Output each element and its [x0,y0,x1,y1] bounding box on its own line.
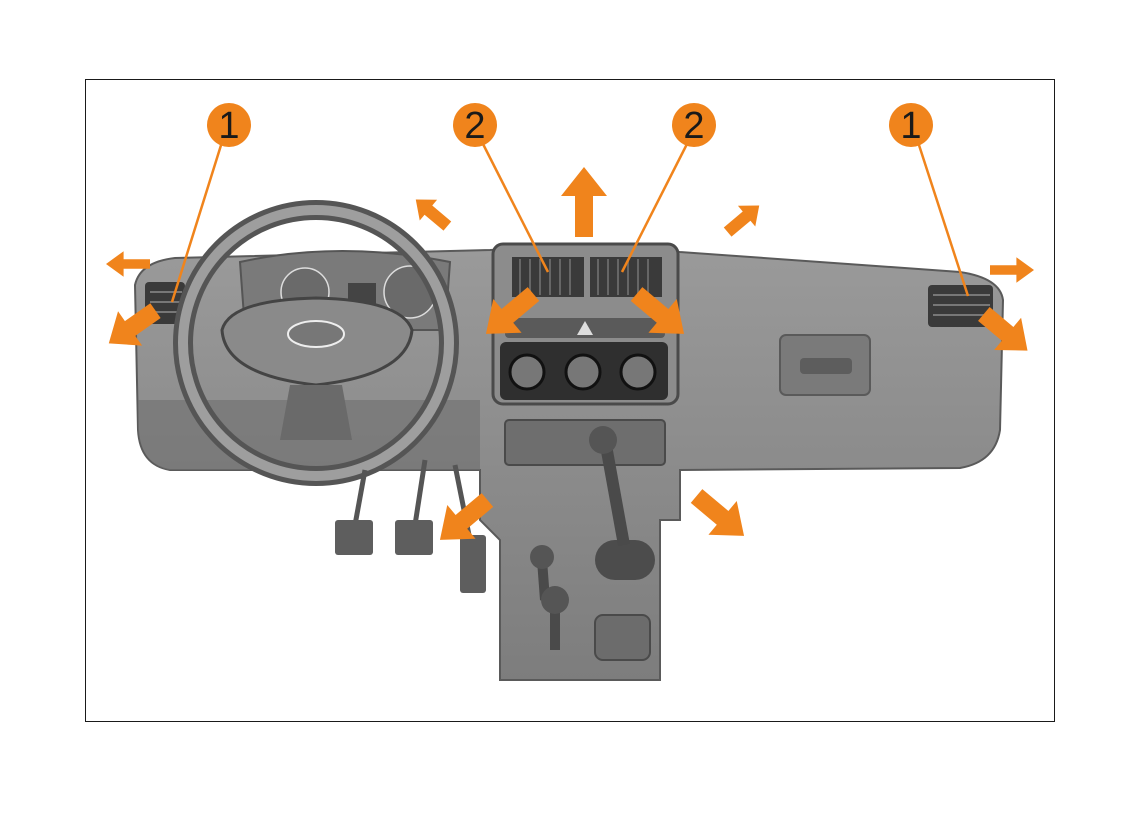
steering-wheel-spoke [280,385,352,440]
airflow-arrow-windshield-right [719,195,768,242]
accelerator-pedal [460,535,486,593]
transfer-knob-2 [541,586,569,614]
fan-speed-knob [510,355,544,389]
callout-label: 2 [683,105,704,147]
callout-label: 2 [464,105,485,147]
callout-badge-center-vent-right: 2 [672,103,716,147]
transfer-knob-1 [530,545,554,569]
air-distribution-knob [621,355,655,389]
airflow-arrow-right-sideways [990,257,1034,283]
gear-lever-boot [595,540,655,580]
airflow-arrow-footwell-right [682,479,758,553]
storage-pocket [505,420,665,465]
center-vent-left-grille [512,257,584,297]
clutch-pedal [335,520,373,555]
airflow-arrow-windshield-left [407,189,456,236]
glove-box-handle [800,358,852,374]
dashboard-illustration [135,210,1003,680]
cup-holder [595,615,650,660]
callout-label: 1 [218,105,239,147]
gear-knob [589,426,617,454]
callout-badge-side-vent-left: 1 [207,103,251,147]
temperature-knob [566,355,600,389]
steering-wheel-emblem [288,321,344,347]
brake-pedal [395,520,433,555]
airflow-arrow-windshield-center [561,167,607,237]
callout-badge-side-vent-right: 1 [889,103,933,147]
callout-badge-center-vent-left: 2 [453,103,497,147]
callout-label: 1 [900,105,921,147]
